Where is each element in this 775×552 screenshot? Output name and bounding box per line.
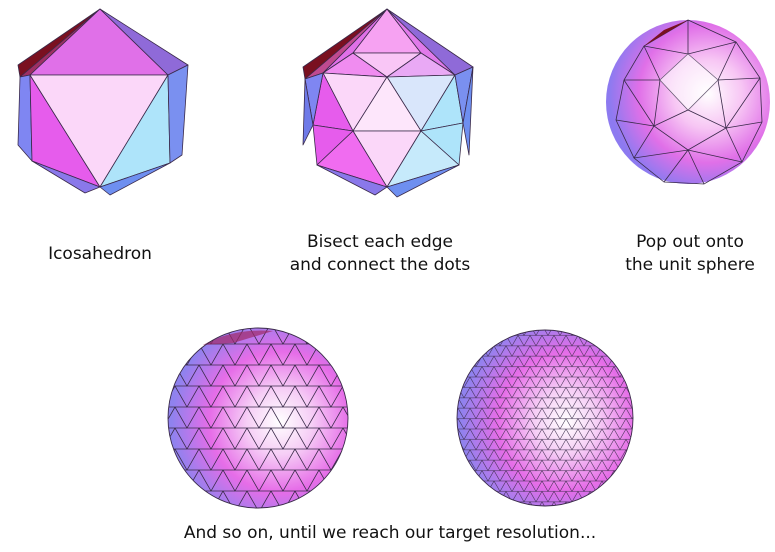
sphere-mesh — [163, 323, 353, 513]
face-right-edge — [168, 65, 188, 163]
caption-bisect-line1: Bisect each edge — [307, 232, 453, 252]
sphere-mesh — [452, 325, 638, 511]
caption-pop-out: Pop out onto the unit sphere — [610, 231, 770, 277]
caption-icosahedron: Icosahedron — [20, 243, 180, 266]
sphere-level3-figure — [452, 325, 638, 511]
icosahedron-faces — [18, 9, 188, 195]
subdivided-faces — [303, 9, 473, 197]
icosahedron-figure — [10, 5, 190, 200]
caption-bisect-line2: and connect the dots — [290, 255, 471, 275]
caption-pop-line2: the unit sphere — [625, 255, 755, 275]
sphere-level2-figure — [163, 323, 353, 513]
caption-final: And so on, until we reach our target res… — [100, 522, 680, 545]
caption-bisect: Bisect each edge and connect the dots — [280, 231, 480, 277]
caption-pop-line1: Pop out onto — [636, 232, 744, 252]
unit-sphere-level1-figure — [604, 10, 772, 195]
caption-icosahedron-text: Icosahedron — [48, 244, 152, 264]
caption-final-text: And so on, until we reach our target res… — [184, 523, 596, 543]
subdivided-icosahedron-figure — [295, 5, 480, 200]
